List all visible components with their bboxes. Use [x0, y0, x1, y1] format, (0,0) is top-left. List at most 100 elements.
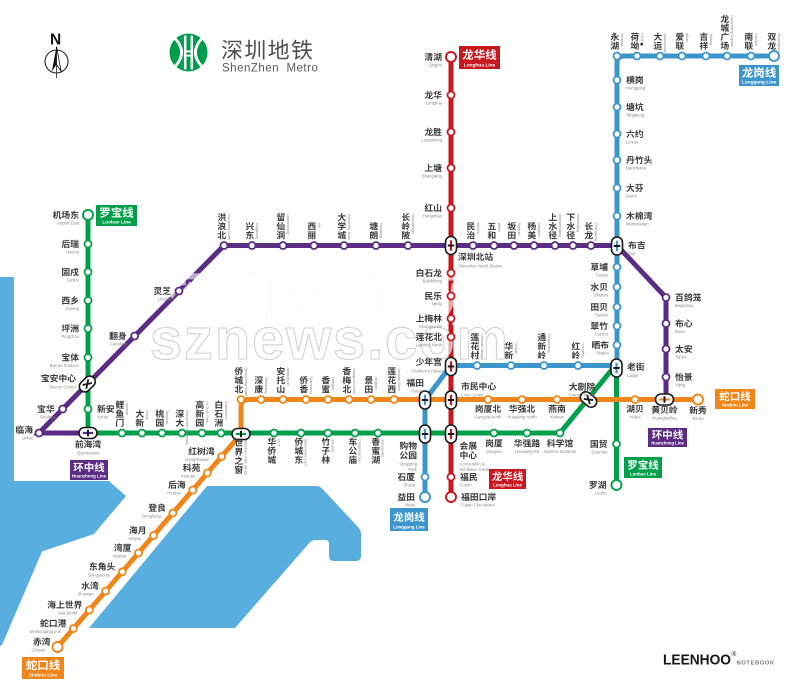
svg-text:Bantian: Bantian	[517, 223, 521, 236]
svg-text:Houhai: Houhai	[167, 491, 180, 496]
svg-text:Hi-Tech Park: Hi-Tech Park	[205, 401, 209, 423]
svg-text:Luobao Line: Luobao Line	[102, 220, 131, 226]
svg-text:Qinghu: Qinghu	[428, 63, 442, 68]
svg-text:Shopping: Shopping	[399, 462, 417, 467]
svg-text:Longgang Line: Longgang Line	[742, 80, 777, 86]
svg-text:Yitian: Yitian	[405, 503, 416, 508]
svg-text:Hubei: Hubei	[630, 414, 641, 419]
svg-text:®: ®	[732, 650, 737, 658]
svg-text:Buji: Buji	[628, 251, 635, 256]
svg-text:OCT: OCT	[277, 439, 281, 448]
svg-text:Gangxia: Gangxia	[486, 449, 502, 454]
svg-text:Antuoshan: Antuoshan	[286, 368, 290, 386]
svg-text:Xinxiu: Xinxiu	[692, 416, 704, 421]
svg-text:Tai'an: Tai'an	[675, 355, 686, 360]
svg-text:Gangxia North: Gangxia North	[475, 414, 503, 419]
svg-text:Liuyue: Liuyue	[626, 140, 639, 145]
svg-text:Fumin: Fumin	[460, 483, 472, 488]
svg-text:Xixiang: Xixiang	[65, 306, 79, 311]
svg-text:Shekougang port: Shekougang port	[29, 629, 62, 634]
svg-text:NOTEBOOK: NOTEBOOK	[737, 661, 776, 667]
svg-text:Xiangmihu: Xiangmihu	[381, 439, 385, 457]
svg-text:Window of the World: Window of the World	[244, 440, 248, 475]
svg-text:Tanglang: Tanglang	[379, 223, 383, 238]
svg-text:Huaqiang North: Huaqiang North	[507, 414, 537, 419]
svg-text:Lingzhi: Lingzhi	[158, 297, 171, 302]
svg-text:Luohu: Luohu	[595, 491, 607, 496]
svg-text:Laojie: Laojie	[627, 373, 639, 378]
svg-text:Buxin: Buxin	[675, 329, 686, 334]
svg-text:Shuiwan: Shuiwan	[78, 592, 95, 597]
svg-text:Wuhe: Wuhe	[497, 223, 501, 233]
svg-text:Convention &: Convention &	[460, 462, 485, 467]
svg-text:Xin'an: Xin'an	[97, 415, 109, 420]
svg-text:Grand Theatre: Grand Theatre	[568, 393, 596, 398]
svg-text:Qianhaiwan: Qianhaiwan	[77, 451, 100, 456]
svg-text:Tangkeng: Tangkeng	[626, 113, 645, 118]
svg-text:Shangtang: Shangtang	[422, 174, 443, 179]
svg-text:Longhua: Longhua	[426, 101, 443, 106]
svg-text:Hongling: Hongling	[581, 343, 585, 358]
svg-text:Children's Palace: Children's Palace	[412, 369, 445, 374]
svg-text:Guomao: Guomao	[591, 450, 608, 455]
svg-text:Bao'an Stadium: Bao'an Stadium	[50, 363, 80, 368]
svg-text:Caopu: Caopu	[596, 273, 609, 278]
svg-text:Universiade: Universiade	[663, 33, 667, 53]
svg-text:Qiaoxiang: Qiaoxiang	[309, 377, 313, 394]
svg-text:Sea World: Sea World	[58, 611, 78, 616]
svg-text:Yangmei: Yangmei	[537, 223, 541, 238]
svg-text:Huanzhong Line: Huanzhong Line	[72, 474, 107, 479]
svg-text:Xiangmi: Xiangmi	[331, 377, 335, 391]
svg-text:Shuibei: Shuibei	[594, 293, 608, 298]
svg-text:Nanlian: Nanlian	[754, 33, 758, 46]
svg-text:Huangbeiling: Huangbeiling	[652, 416, 677, 421]
svg-text:Lianhua North: Lianhua North	[416, 343, 443, 348]
svg-text:Xingdong: Xingdong	[255, 223, 259, 239]
svg-text:Taoyuan: Taoyuan	[165, 410, 169, 424]
svg-text:ShenZhen Metro: ShenZhen Metro	[222, 63, 318, 75]
svg-text:Lianhua West: Lianhua West	[397, 368, 401, 392]
svg-text:Yijing: Yijing	[675, 383, 686, 388]
svg-text:Baishizhou: Baishizhou	[224, 401, 228, 420]
svg-text:Fanshen: Fanshen	[110, 342, 127, 347]
svg-text:Shekou Line: Shekou Line	[722, 403, 749, 408]
svg-text:He'ao: He'ao	[640, 33, 644, 43]
svg-text:Science Museum: Science Museum	[544, 449, 577, 454]
svg-text:Shuanglong: Shuanglong	[777, 33, 781, 53]
svg-text:Jixiang: Jixiang	[709, 33, 713, 45]
svg-text:Civic Center: Civic Center	[461, 393, 484, 398]
svg-text:Shenzhen North Station: Shenzhen North Station	[458, 264, 503, 269]
svg-text:Pingzhou: Pingzhou	[62, 334, 80, 339]
svg-text:Haiyue: Haiyue	[128, 536, 142, 541]
svg-text:Longhua Line: Longhua Line	[464, 63, 496, 69]
svg-text:Longcheng Square: Longcheng Square	[730, 15, 734, 47]
svg-text:Bao'an Center: Bao'an Center	[49, 385, 76, 390]
svg-text:Tianbei: Tianbei	[594, 313, 608, 318]
svg-text:Chegongmiao: Chegongmiao	[358, 439, 362, 463]
svg-text:Liyumen: Liyumen	[125, 401, 129, 415]
svg-text:LEENHOO: LEENHOO	[663, 652, 731, 669]
svg-text:Shixia: Shixia	[404, 483, 416, 488]
svg-text:Shangshuijing: Shangshuijing	[558, 214, 562, 238]
svg-text:Changlong: Changlong	[594, 223, 598, 241]
svg-text:Shangmeilin: Shangmeilin	[419, 324, 443, 329]
svg-text:Xiashuijing: Xiashuijing	[576, 214, 580, 232]
svg-text:Honglang North: Honglang North	[227, 214, 231, 241]
svg-text:Hongshan: Hongshan	[423, 214, 443, 219]
svg-text:Huaqiang Rd: Huaqiang Rd	[515, 449, 540, 454]
svg-text:Huaxin: Huaxin	[514, 343, 518, 355]
svg-text:Keyuan: Keyuan	[181, 474, 196, 479]
svg-text:Hongshuwan: Hongshuwan	[185, 457, 210, 462]
svg-text:Qiaocheng East: Qiaocheng East	[304, 439, 308, 467]
svg-text:Baishilong: Baishilong	[423, 279, 443, 284]
svg-text:Linhai: Linhai	[22, 436, 33, 441]
svg-text:Luobao Line: Luobao Line	[630, 472, 657, 477]
svg-text:Airport East: Airport East	[57, 221, 80, 226]
svg-text:N: N	[50, 32, 61, 49]
svg-text:Shaibu: Shaibu	[596, 351, 610, 356]
svg-text:Shenzhen University: Shenzhen University	[185, 410, 189, 445]
svg-text:Exhibition Center: Exhibition Center	[460, 467, 492, 472]
svg-text:Huanzhong Line: Huanzhong Line	[651, 441, 684, 446]
svg-text:Dafen: Dafen	[626, 194, 638, 199]
svg-text:Dongjiaotou: Dongjiaotou	[88, 572, 111, 577]
